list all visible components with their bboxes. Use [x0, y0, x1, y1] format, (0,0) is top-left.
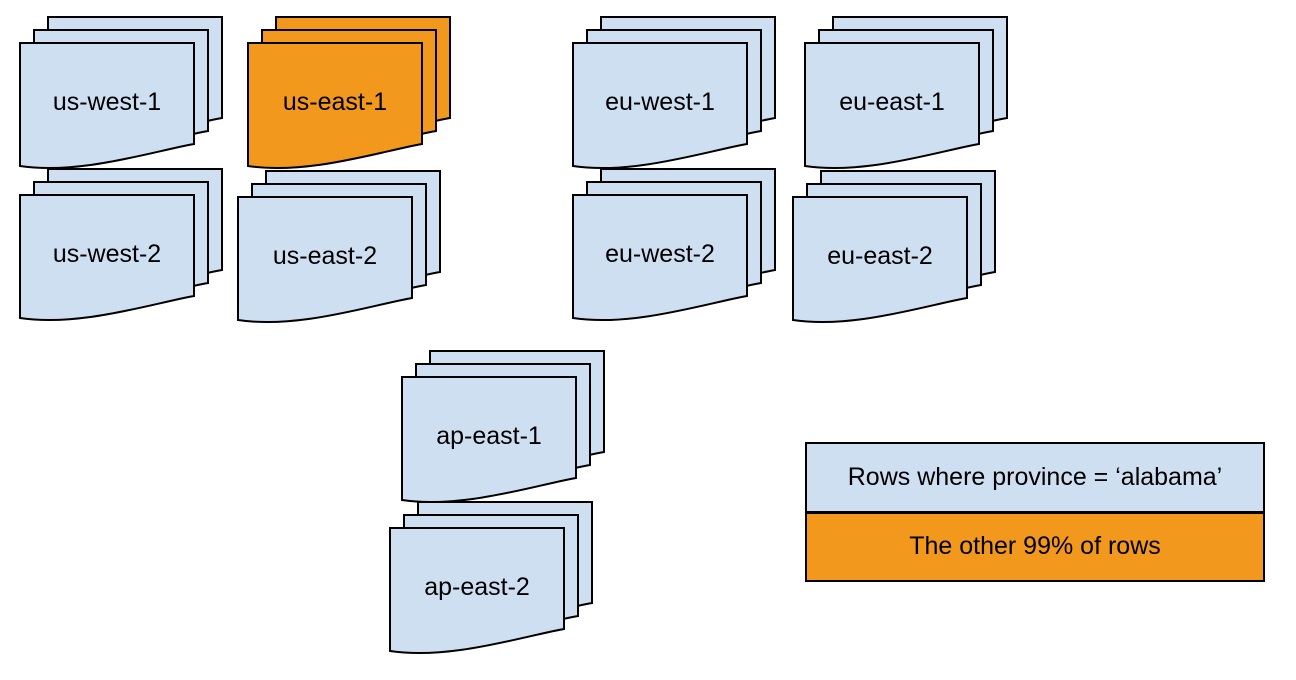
document-shape — [19, 42, 195, 170]
document-stack-icon — [247, 16, 451, 170]
document-stack-icon — [572, 168, 776, 322]
document-shape — [389, 527, 565, 655]
region-label: us-west-2 — [52, 240, 162, 268]
region-label: us-west-1 — [52, 88, 162, 116]
legend-item-label: The other 99% of rows — [909, 532, 1161, 561]
document-stack-icon — [237, 170, 441, 324]
region-label: eu-west-1 — [605, 88, 715, 116]
stack-us-west-2: us-west-2 — [19, 168, 223, 328]
stack-us-west-1: us-west-1 — [19, 16, 223, 176]
legend-item-label: Rows where province = ‘alabama’ — [847, 462, 1223, 491]
document-shape — [19, 194, 195, 322]
region-label: ap-east-1 — [436, 422, 542, 450]
legend-item-other-rows: The other 99% of rows — [807, 510, 1263, 580]
stack-ap-east-2: ap-east-2 — [389, 501, 593, 661]
stack-us-east-1: us-east-1 — [247, 16, 451, 176]
stack-us-east-2: us-east-2 — [237, 170, 441, 330]
region-label: eu-east-2 — [827, 242, 933, 270]
document-shape — [792, 196, 968, 324]
document-shape — [237, 196, 413, 324]
document-stack-icon — [19, 168, 223, 322]
region-label: eu-east-1 — [839, 88, 945, 116]
region-label: eu-west-2 — [605, 240, 715, 268]
document-stack-icon — [389, 501, 593, 655]
region-label: us-east-1 — [282, 88, 388, 116]
stack-eu-east-1: eu-east-1 — [804, 16, 1008, 176]
document-shape — [804, 42, 980, 170]
document-shape — [572, 194, 748, 322]
document-shape — [247, 42, 423, 170]
document-stack-icon — [804, 16, 1008, 170]
stack-eu-west-1: eu-west-1 — [572, 16, 776, 176]
document-stack-icon — [401, 350, 605, 504]
region-label: us-east-2 — [272, 242, 378, 270]
document-shape — [401, 376, 577, 504]
stack-eu-west-2: eu-west-2 — [572, 168, 776, 328]
stack-ap-east-1: ap-east-1 — [401, 350, 605, 510]
document-shape — [572, 42, 748, 170]
legend-item-alabama-rows: Rows where province = ‘alabama’ — [807, 444, 1263, 511]
stack-eu-east-2: eu-east-2 — [792, 170, 996, 330]
region-label: ap-east-2 — [424, 573, 530, 601]
document-stack-icon — [792, 170, 996, 324]
legend: Rows where province = ‘alabama’ The othe… — [805, 442, 1265, 582]
document-stack-icon — [572, 16, 776, 170]
document-stack-icon — [19, 16, 223, 170]
